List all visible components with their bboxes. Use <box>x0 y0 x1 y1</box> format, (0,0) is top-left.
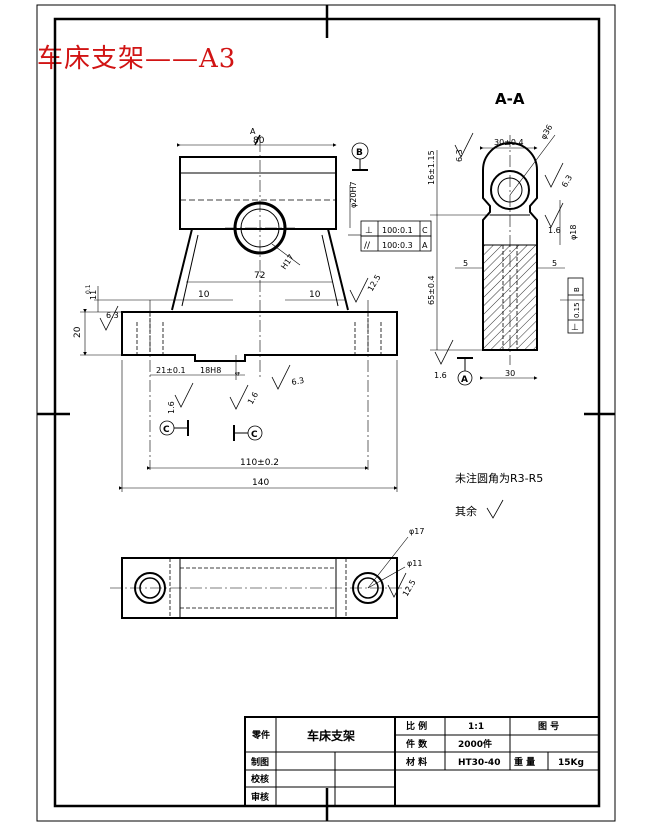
dim-30-section: 30 <box>505 369 515 378</box>
dim-20: 20 <box>73 326 83 338</box>
tb-material-value: HT30-40 <box>458 758 500 768</box>
tol-datum-1: C <box>422 226 428 235</box>
dim-5-right: 5 <box>552 259 557 268</box>
dim-fit: H17 <box>279 253 296 271</box>
dim-phi18: φ18 <box>569 225 578 240</box>
dim-phi36: φ36 <box>539 123 555 141</box>
tb-check-label: 校核 <box>251 773 269 785</box>
drawing-title: 车床支架——A3 <box>37 44 237 74</box>
rough-63-front-left: 6.3 <box>106 311 119 320</box>
dim-section-top: 30±0.4 <box>494 138 524 147</box>
tb-material-label: 材 料 <box>405 756 427 768</box>
rest-roughness-symbol <box>486 499 504 519</box>
dim-16: 16±1.15 <box>427 150 436 185</box>
rough-125-front: 12.5 <box>366 273 383 293</box>
tb-qty-label: 件 数 <box>406 738 428 750</box>
section-view <box>430 132 585 386</box>
rough-63-section-right: 6.3 <box>560 173 574 189</box>
tb-part-label: 零件 <box>251 729 270 741</box>
dim-width-top: 80 <box>253 136 265 146</box>
tb-part-name: 车床支架 <box>307 728 355 743</box>
rough-63-section-left: 6.3 <box>455 149 464 162</box>
rough-16-section: 1.6 <box>548 226 561 235</box>
top-view <box>110 536 410 619</box>
datum-c-markers <box>159 420 263 441</box>
dim-10-left: 10 <box>198 290 210 300</box>
section-label: A-A <box>495 90 525 108</box>
dim-140: 140 <box>252 478 269 488</box>
tol-symbol-2: // <box>364 241 371 251</box>
tb-drawn-label: 制图 <box>251 756 269 768</box>
dim-11: 11 <box>89 290 98 300</box>
tolerance-frames <box>348 220 432 252</box>
tb-weight-label: 重 量 <box>514 756 535 768</box>
tb-drawing-no-label: 图 号 <box>538 721 559 732</box>
tol-symbol-1: ⊥ <box>365 226 373 236</box>
rough-16-section-bottom: 1.6 <box>434 371 447 380</box>
dim-10-right: 10 <box>309 290 321 300</box>
rough-63-front-bottom: 6.3 <box>291 376 305 387</box>
cut-arrow-label: A <box>250 127 256 136</box>
rough-125-top: 12.5 <box>401 578 418 598</box>
rough-16-front-b: 1.6 <box>246 390 260 406</box>
dim-4: 4 <box>234 371 242 376</box>
dim-18h8: 18H8 <box>200 366 221 375</box>
dim-11-tol: 0.1 <box>85 284 92 294</box>
tb-scale-value: 1:1 <box>468 722 484 732</box>
tol-section-datum: B <box>573 287 581 292</box>
datum-b-marker <box>351 142 369 171</box>
tol-section-value: 0.15 <box>573 302 581 318</box>
tb-qty-value: 2000件 <box>458 738 492 750</box>
front-view <box>80 134 398 492</box>
sheet-border <box>36 4 616 822</box>
datum-b-label: B <box>356 148 363 158</box>
dim-65: 65±0.4 <box>427 275 436 305</box>
dim-110: 110±0.2 <box>240 458 279 468</box>
dim-72: 72 <box>254 271 265 281</box>
note-fillet: 未注圆角为R3-R5 <box>455 471 543 485</box>
dim-5-left: 5 <box>463 259 468 268</box>
datum-c-label-left: C <box>163 425 170 435</box>
tol-datum-2: A <box>422 241 428 250</box>
tb-review-label: 审核 <box>251 791 269 803</box>
tol-section-symbol: ⊥ <box>571 323 579 333</box>
dim-phi17: φ17 <box>409 527 424 536</box>
datum-a-label: A <box>461 375 468 385</box>
tol-value-1: 100:0.1 <box>382 226 413 235</box>
dim-phi11: φ11 <box>407 559 422 568</box>
rough-16-front-a: 1.6 <box>167 401 176 414</box>
tol-value-2: 100:0.3 <box>382 241 413 250</box>
tb-weight-value: 15Kg <box>558 758 584 768</box>
dim-21: 21±0.1 <box>156 366 186 375</box>
note-rest: 其余 <box>455 504 477 518</box>
title-block <box>244 716 600 807</box>
datum-c-label-right: C <box>251 430 258 440</box>
dim-bore: φ20H7 <box>349 181 358 208</box>
tb-scale-label: 比 例 <box>406 720 427 732</box>
